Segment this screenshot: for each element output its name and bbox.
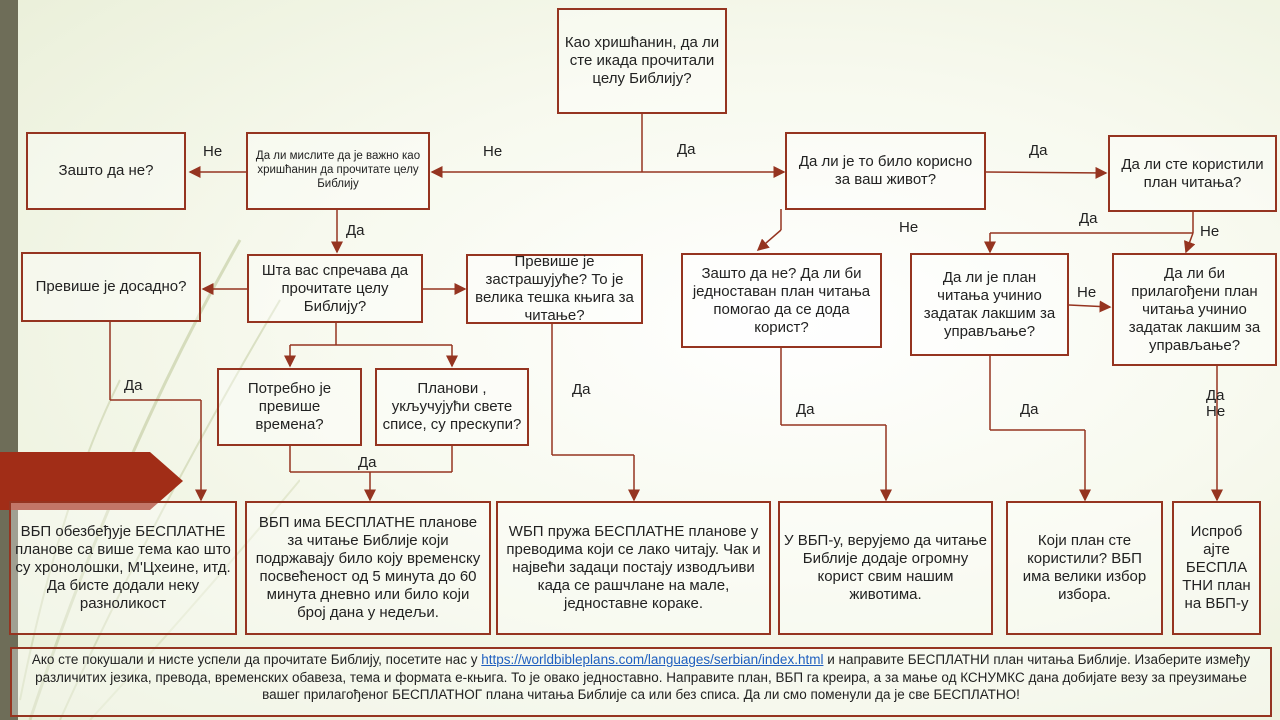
answer-wbp-easy: WБП пружа БЕСПЛАТНЕ планове у преводима … [496,501,771,635]
label-yes-time: Да [358,454,377,471]
label-yes-no-custom: Да Не [1206,387,1226,420]
answer-wbp-benefit: У ВБП-у, верујемо да читање Библије дода… [778,501,993,635]
box-too-much-time: Потребно је превише времена? [217,368,362,446]
label-yes-plan-easier: Да [1079,210,1098,227]
footer-text-after: и направите БЕСПЛАТНИ план читања Библиј… [35,652,1251,703]
label-yes-useful: Да [677,141,696,158]
box-too-boring: Превише је досадно? [21,252,201,322]
label-yes-which: Да [1020,401,1039,418]
title-tab [0,452,183,510]
question-useful: Да ли је то било корисно за ваш живот? [785,132,986,210]
box-why-not: Зашто да не? [26,132,186,210]
footer-text-before: Ако сте покушали и нисте успели да прочи… [31,652,482,667]
label-no-simple: Не [899,219,919,236]
footer-link[interactable]: https://worldbibleplans.com/languages/se… [481,652,824,667]
label-yes-boring: Да [124,377,143,394]
answer-try-free: Испроб ајте БЕСПЛА ТНИ план на ВБП-у [1172,501,1261,635]
left-sidebar-bar [0,0,18,720]
question-custom-plan: Да ли би прилагођени план читања учинио … [1112,253,1277,366]
question-plan-easier: Да ли је план читања учинио задатак лакш… [910,253,1069,356]
label-no-custom: Не [1200,223,1220,240]
question-what-prevents: Шта вас спречава да прочитате целу Библи… [247,254,423,323]
answer-which-plan: Који план сте користили? ВБП има велики … [1006,501,1163,635]
label-yes-prevents: Да [346,222,365,239]
question-important: Да ли мислите да је важно као хришћанин … [246,132,430,210]
box-plans-expensive: Планови , укључујући свете списе, су пре… [375,368,529,446]
answer-wbp-time: ВБП има БЕСПЛАТНЕ планове за читање Библ… [245,501,491,635]
label-no-important: Не [483,143,503,160]
question-why-not-simple-plan: Зашто да не? Да ли би једноставан план ч… [681,253,882,348]
label-yes-simple: Да [796,401,815,418]
box-intimidating: Превише је застрашујуће? То је велика те… [466,253,643,324]
question-used-plan: Да ли сте користили план читања? [1108,135,1277,212]
footer-note: Ако сте покушали и нисте успели да прочи… [10,647,1272,717]
label-no-why: Не [203,143,223,160]
label-yes-intimidating: Да [572,381,591,398]
answer-wbp-themes: ВБП обезбеђује БЕСПЛАТНЕ планове са више… [9,501,237,635]
label-no-easier: Не [1077,284,1097,301]
question-read-bible: Као хришћанин, да ли сте икада прочитали… [557,8,727,114]
label-yes-plan: Да [1029,142,1048,159]
